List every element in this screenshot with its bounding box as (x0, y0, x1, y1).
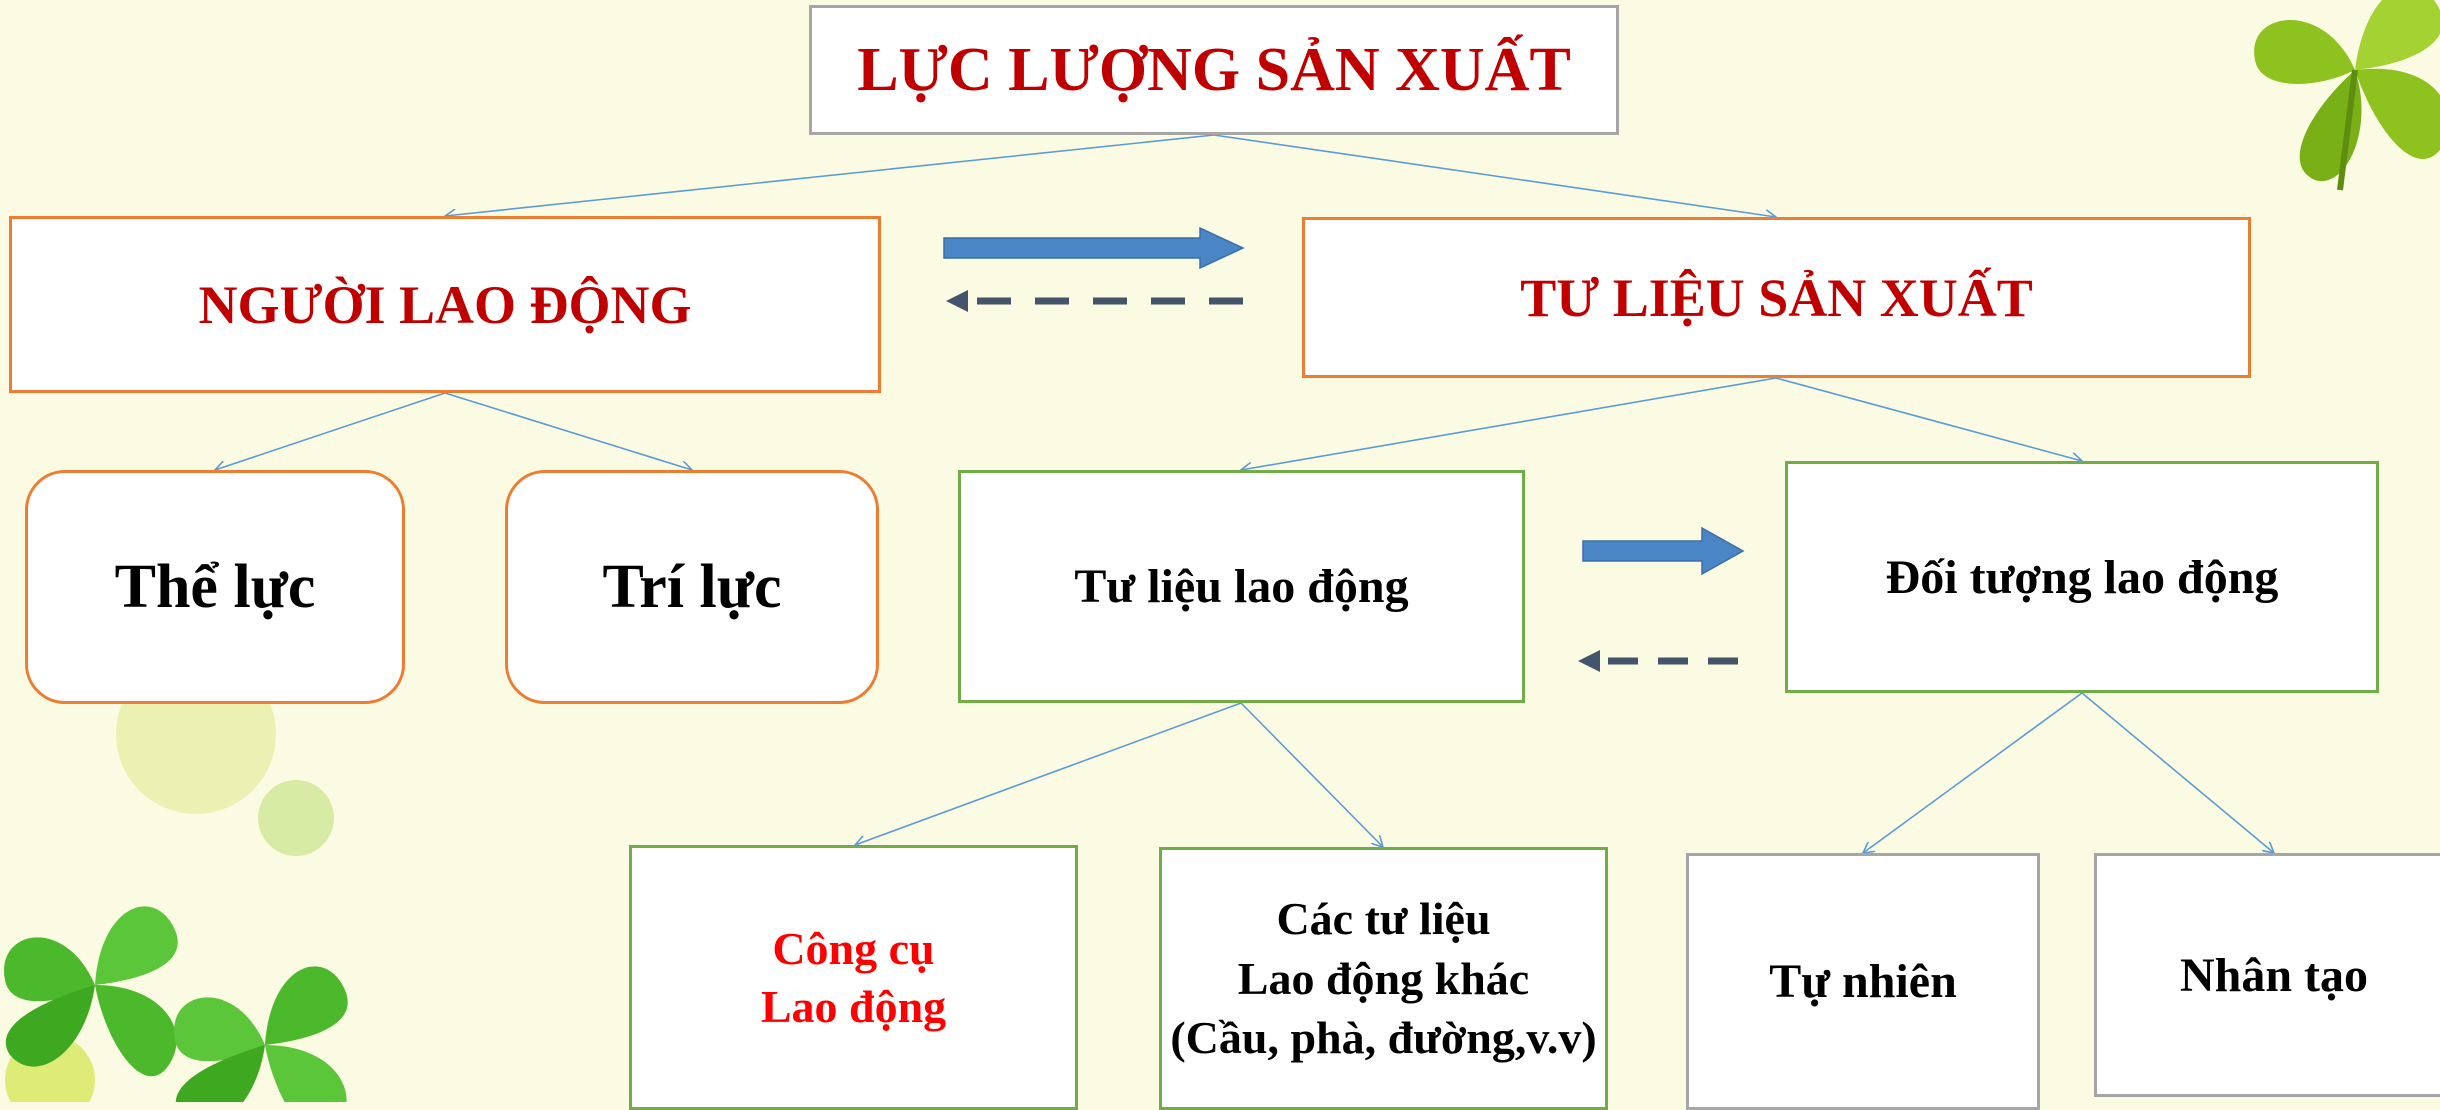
node-tri-luc-label: Trí lực (602, 552, 782, 621)
clover-icon-bottom-left-1 (4, 906, 178, 1077)
connector-tlld-to-cong-cu (855, 702, 1242, 845)
node-the-luc-label: Thể lực (114, 552, 316, 621)
node-tu-nhien-label: Tự nhiên (1769, 955, 1957, 1008)
node-title-label: LỰC LƯỢNG SẢN XUẤT (857, 35, 1571, 104)
connector-nld-to-tri-luc (444, 392, 692, 470)
connector-nld-to-the-luc (215, 392, 446, 470)
node-tu-lieu-san-xuat: TƯ LIỆU SẢN XUẤT (1302, 217, 2251, 378)
decor-circle-small (258, 780, 334, 856)
node-tu-lieu-lao-dong-label: Tư liệu lao động (1074, 560, 1409, 613)
solid-arrow-right-top (943, 226, 1245, 270)
node-tu-lieu-san-xuat-label: TƯ LIỆU SẢN XUẤT (1520, 267, 2033, 328)
node-tu-lieu-lao-dong: Tư liệu lao động (958, 470, 1525, 703)
node-nguoi-lao-dong-label: NGƯỜI LAO ĐỘNG (198, 274, 692, 335)
node-cac-tu-lieu-khac-label: Các tư liệu Lao động khác (Cầu, phà, đườ… (1170, 892, 1597, 1064)
node-tri-luc: Trí lực (505, 470, 879, 704)
connector-tlld-to-cac-tu-lieu-khac (1240, 702, 1383, 847)
node-cac-tu-lieu-lao-dong-khac: Các tư liệu Lao động khác (Cầu, phà, đườ… (1159, 847, 1608, 1110)
connector-tlsx-to-doi-tuong-lao-dong (1775, 377, 2082, 461)
clover-icon-top-right (2254, 0, 2440, 191)
node-nguoi-lao-dong: NGƯỜI LAO ĐỘNG (9, 216, 881, 393)
connector-tlsx-to-tu-lieu-lao-dong (1241, 377, 1777, 470)
dashed-arrow-left-middle (1578, 650, 1738, 672)
connector-root-to-nguoi-lao-dong (445, 134, 1215, 216)
solid-arrow-right-middle (1582, 526, 1745, 576)
node-tu-nhien: Tự nhiên (1686, 853, 2040, 1110)
node-cong-cu-lao-dong: Công cụ Lao động (629, 845, 1078, 1110)
node-nhan-tao-label: Nhân tạo (2179, 948, 2369, 1002)
node-doi-tuong-lao-dong-label: Đối tượng lao động (1885, 550, 2279, 604)
connector-dtld-to-tu-nhien (1863, 692, 2083, 853)
node-doi-tuong-lao-dong: Đối tượng lao động (1785, 461, 2379, 693)
node-cong-cu-lao-dong-label: Công cụ Lao động (760, 923, 947, 1032)
connector-root-to-tu-lieu-san-xuat (1213, 134, 1776, 217)
connector-dtld-to-nhan-tao (2081, 692, 2274, 853)
node-the-luc: Thể lực (25, 470, 405, 704)
dashed-arrow-left-top (946, 290, 1243, 312)
node-luc-luong-san-xuat: LỰC LƯỢNG SẢN XUẤT (809, 5, 1619, 135)
clover-icon-bottom-left-2 (174, 966, 348, 1102)
node-nhan-tao: Nhân tạo (2094, 853, 2440, 1097)
